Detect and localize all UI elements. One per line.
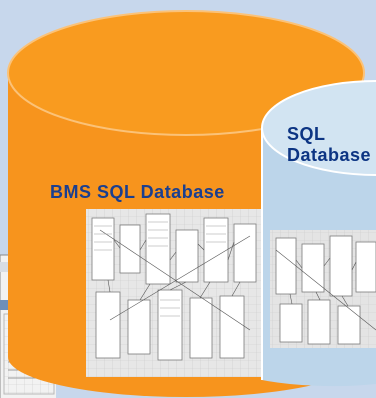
secondary-database-label: SQL Database [287,124,372,165]
secondary-schema-screenshot [270,230,376,348]
primary-schema-screenshot [86,209,272,377]
primary-database-label: BMS SQL Database [50,182,225,202]
primary-database-top [7,10,365,136]
